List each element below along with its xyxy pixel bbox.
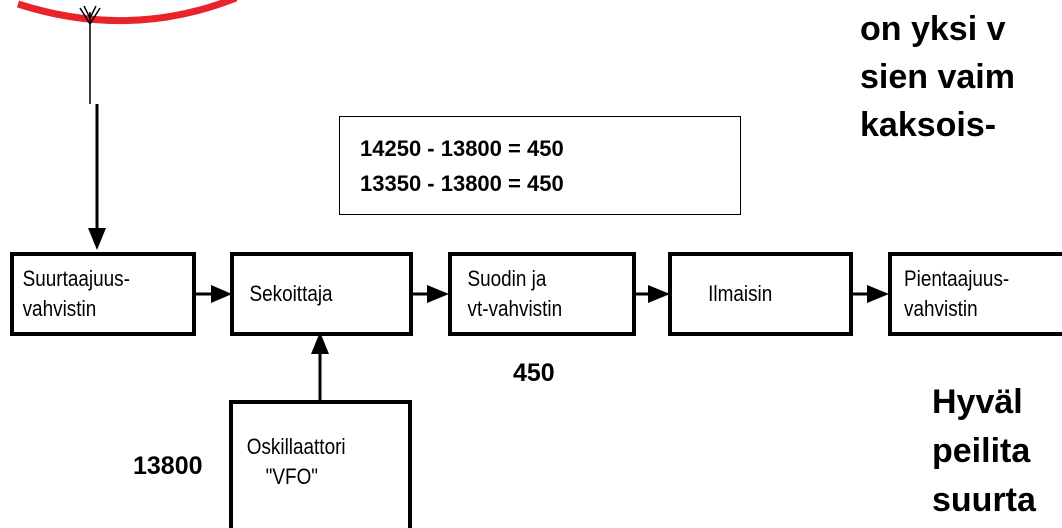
filter-if-amplifier-block: Suodin ja vt-vahvistin: [448, 252, 636, 336]
rf-amplifier-line1: Suurtaajuus-: [22, 266, 130, 291]
mixer-block: Sekoittaja: [230, 252, 413, 336]
equation-line-1: 14250 - 13800 = 450: [360, 136, 564, 161]
text-top-right-line3: kaksois-: [860, 106, 997, 144]
oscillator-line2: "VFO": [265, 464, 319, 489]
equation-line-2: 13350 - 13800 = 450: [360, 171, 564, 196]
if-frequency-label: 450: [513, 359, 555, 387]
af-amplifier-line1: Pientaajuus-: [904, 266, 1010, 291]
detector-block: Ilmaisin: [668, 252, 853, 336]
text-bottom-right-line1: Hyväl: [932, 383, 1023, 421]
mixer-label: Sekoittaja: [249, 281, 333, 306]
rf-amplifier-block: Suurtaajuus- vahvistin: [10, 252, 196, 336]
oscillator-frequency-label: 13800: [133, 452, 203, 480]
af-amplifier-line2: vahvistin: [904, 296, 978, 321]
frequency-equation-box: 14250 - 13800 = 450 13350 - 13800 = 450: [339, 116, 741, 215]
antenna-icon: [79, 5, 101, 104]
oscillator-block: Oskillaattori "VFO": [229, 400, 412, 528]
detector-label: Ilmaisin: [708, 281, 773, 306]
rf-amplifier-line2: vahvistin: [22, 296, 97, 321]
text-top-right-line1: on yksi v: [860, 10, 1006, 48]
antenna-highlight-circle: [16, 0, 238, 25]
text-bottom-right-line2: peilita: [932, 432, 1031, 470]
oscillator-line1: Oskillaattori: [246, 434, 346, 459]
text-top-right-line2: sien vaim: [860, 58, 1015, 96]
af-amplifier-block: Pientaajuus- vahvistin: [888, 252, 1062, 336]
filter-line2: vt-vahvistin: [467, 296, 563, 321]
filter-line1: Suodin ja: [467, 266, 547, 291]
text-bottom-right-line3: suurta: [932, 481, 1036, 519]
